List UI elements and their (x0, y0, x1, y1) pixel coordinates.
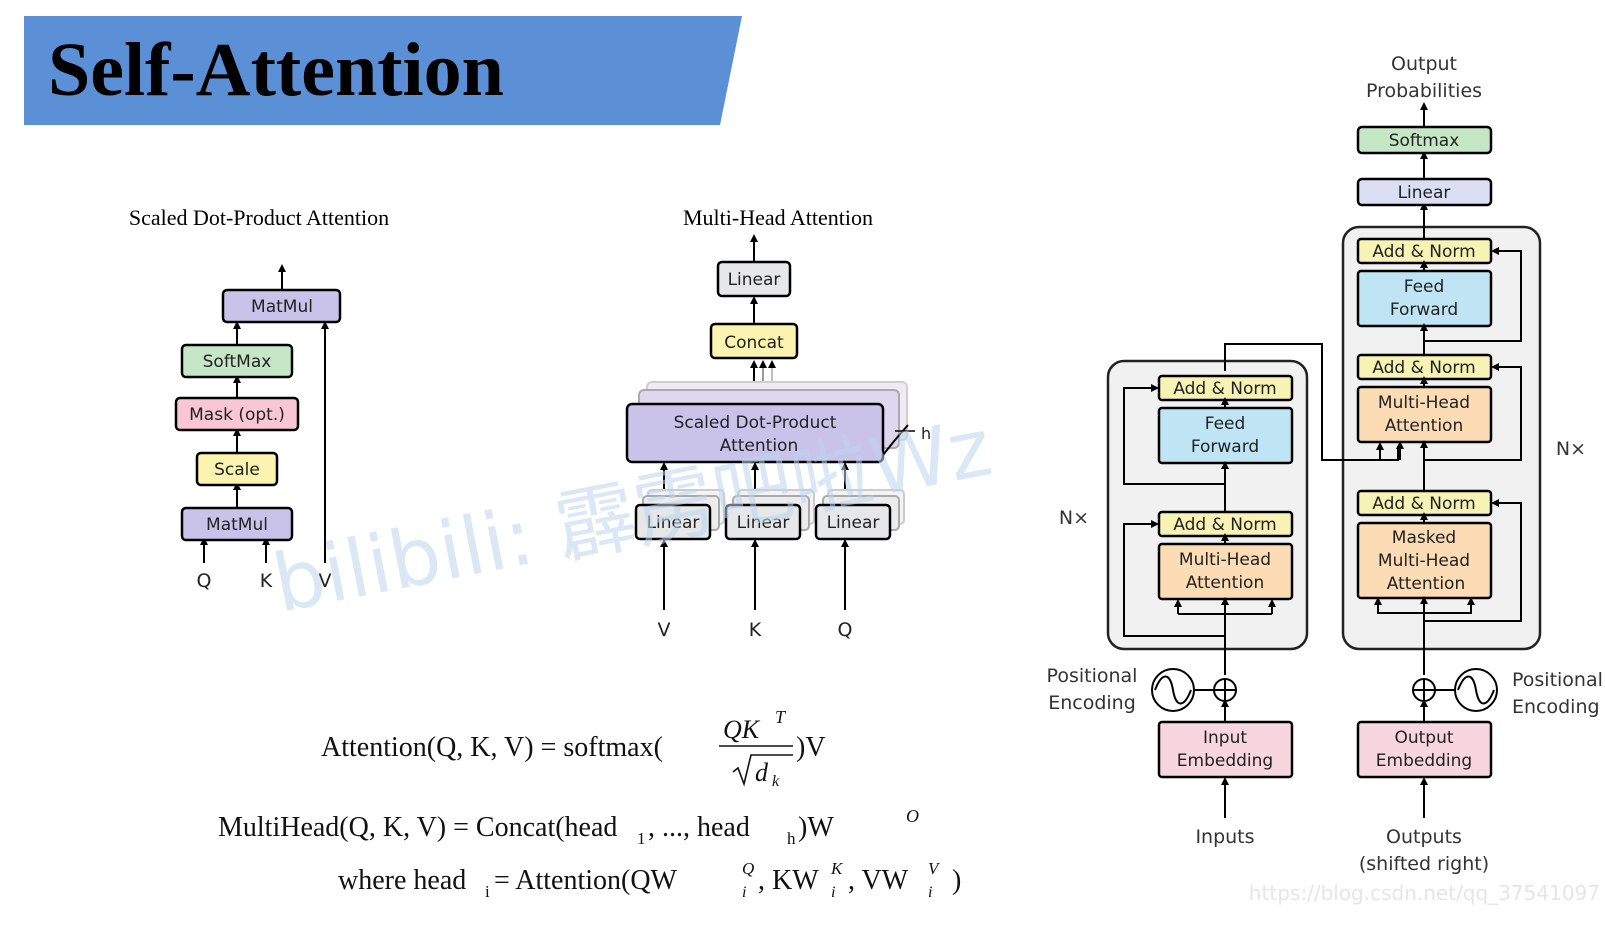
sdpa-q-label: Q (197, 570, 212, 592)
where-sup-k: K (830, 859, 844, 878)
mha-linear-v-label: Linear (647, 513, 700, 533)
multihead-sup-o: O (906, 806, 919, 826)
mha-k-label: K (749, 619, 762, 641)
attention-formula-numerator: QK (723, 715, 761, 744)
output-probabilities-line2: Probabilities (1366, 80, 1482, 102)
linear-box (1356, 177, 1493, 207)
encoder-add-norm-bottom-label: Add & Norm (1173, 515, 1276, 535)
where-sub-i: i (485, 882, 490, 901)
scaled-dot-product-diagram: Scaled Dot-Product Attention MatMul Soft… (129, 205, 389, 592)
sdpa-softmax-box (180, 343, 294, 379)
attention-formula-denominator-sub: k (772, 773, 780, 790)
decoder-positional-line2: Encoding (1512, 696, 1600, 718)
decoder-positional-line1: Positional (1512, 669, 1603, 691)
mha-linear-top-box (716, 260, 792, 298)
output-embedding-line1: Output (1394, 728, 1453, 748)
where-vw: , VW (848, 865, 909, 896)
mha-linear-q-box (814, 503, 892, 541)
attention-formula-numerator-sup: T (775, 707, 787, 727)
attention-formula-lhs: Attention(Q, K, V) = softmax( (321, 732, 663, 763)
mha-linear-top-label: Linear (728, 270, 781, 290)
sdpa-matmul-bottom-label: MatMul (206, 515, 268, 535)
softmax-box (1356, 125, 1493, 155)
encoder-positional-line1: Positional (1047, 665, 1138, 687)
multihead-sub-1: 1 (637, 829, 646, 848)
multihead-end: )W (798, 812, 834, 843)
where-head: where head (338, 865, 466, 896)
softmax-label: Softmax (1389, 131, 1460, 151)
sdpa-scale-box (195, 451, 279, 487)
inputs-label: Inputs (1195, 826, 1254, 848)
mha-sdpa-label-line1: Scaled Dot-Product (674, 413, 837, 433)
decoder-feed-forward-line2: Forward (1390, 300, 1458, 320)
decoder-add-norm-bottom-label: Add & Norm (1372, 494, 1475, 514)
multi-head-diagram: Multi-Head Attention Linear Concat Scale… (625, 205, 931, 641)
input-embedding-line1: Input (1203, 728, 1247, 748)
title-banner: Self-Attention (24, 16, 742, 125)
input-embedding-line2: Embedding (1177, 751, 1273, 771)
where-sub-i-v: i (928, 884, 932, 901)
sdpa-matmul-bottom-box (180, 506, 294, 542)
output-embedding-line2: Embedding (1376, 751, 1472, 771)
transformer-diagram: Output Probabilities Softmax Linear Add … (1047, 53, 1603, 875)
mha-linear-q-label: Linear (827, 513, 880, 533)
sdpa-softmax-label: SoftMax (203, 352, 272, 372)
decoder-feed-forward-line1: Feed (1404, 277, 1445, 297)
where-kw: , KW (758, 865, 819, 896)
decoder-masked-mha-line3: Attention (1387, 574, 1465, 594)
where-sup-q: Q (742, 859, 754, 878)
sdpa-matmul-top-box (221, 288, 342, 324)
mha-sdpa-label-line2: Attention (720, 436, 798, 456)
decoder-mha-line1: Multi-Head (1378, 393, 1470, 413)
mha-v-label: V (658, 619, 671, 641)
mha-q-label: Q (838, 619, 853, 641)
mha-concat-box (709, 322, 799, 360)
outputs-line2: (shifted right) (1359, 853, 1489, 875)
sdpa-mask-box (174, 396, 300, 432)
mha-h-label: h (921, 424, 931, 443)
encoder-feed-forward-line1: Feed (1205, 414, 1246, 434)
sdpa-matmul-top-label: MatMul (251, 297, 313, 317)
linear-label: Linear (1398, 183, 1451, 203)
sdpa-scale-label: Scale (214, 460, 260, 480)
where-sub-i-k: i (831, 884, 835, 901)
encoder-add-norm-top-label: Add & Norm (1173, 379, 1276, 399)
encoder-positional-line2: Encoding (1048, 692, 1136, 714)
mha-title: Multi-Head Attention (683, 205, 873, 230)
decoder-add-norm-mid-label: Add & Norm (1372, 358, 1475, 378)
page-title: Self-Attention (48, 28, 504, 112)
where-end: ) (952, 865, 961, 896)
encoder-mha-line2: Attention (1186, 573, 1264, 593)
mha-linear-k-box (724, 503, 802, 541)
decoder-nx-label: N× (1556, 438, 1586, 460)
sdpa-mask-label: Mask (opt.) (189, 405, 285, 425)
outputs-line1: Outputs (1386, 826, 1462, 848)
sdpa-title: Scaled Dot-Product Attention (129, 205, 389, 230)
multihead-formula: MultiHead(Q, K, V) = Concat(head (218, 812, 617, 843)
where-eq: = Attention(QW (494, 865, 678, 896)
decoder-masked-mha-line2: Multi-Head (1378, 551, 1470, 571)
encoder-nx-label: N× (1059, 507, 1089, 529)
formulas: Attention(Q, K, V) = softmax( QK T d k )… (218, 707, 961, 901)
sdpa-v-label: V (319, 570, 332, 592)
multihead-sub-h: h (787, 829, 796, 848)
attention-formula-rhs: )V (796, 732, 826, 763)
decoder-add-norm-top-label: Add & Norm (1372, 242, 1475, 262)
mha-concat-label: Concat (724, 333, 784, 353)
output-probabilities-line1: Output (1391, 53, 1457, 75)
encoder-feed-forward-line2: Forward (1191, 437, 1259, 457)
encoder-block (1106, 359, 1309, 651)
decoder-mha-line2: Attention (1385, 416, 1463, 436)
sdpa-k-label: K (260, 570, 273, 592)
encoder-mha-line1: Multi-Head (1179, 550, 1271, 570)
where-sub-i-q: i (742, 884, 746, 901)
url-watermark: https://blog.csdn.net/qq_37541097 (1249, 881, 1600, 905)
mha-linear-k-label: Linear (737, 513, 790, 533)
decoder-masked-mha-line1: Masked (1392, 528, 1456, 548)
where-sup-v: V (928, 859, 941, 878)
multihead-mid: , ..., head (648, 812, 750, 843)
mha-linear-v-box (634, 503, 712, 541)
attention-formula-denominator: d (755, 758, 769, 787)
